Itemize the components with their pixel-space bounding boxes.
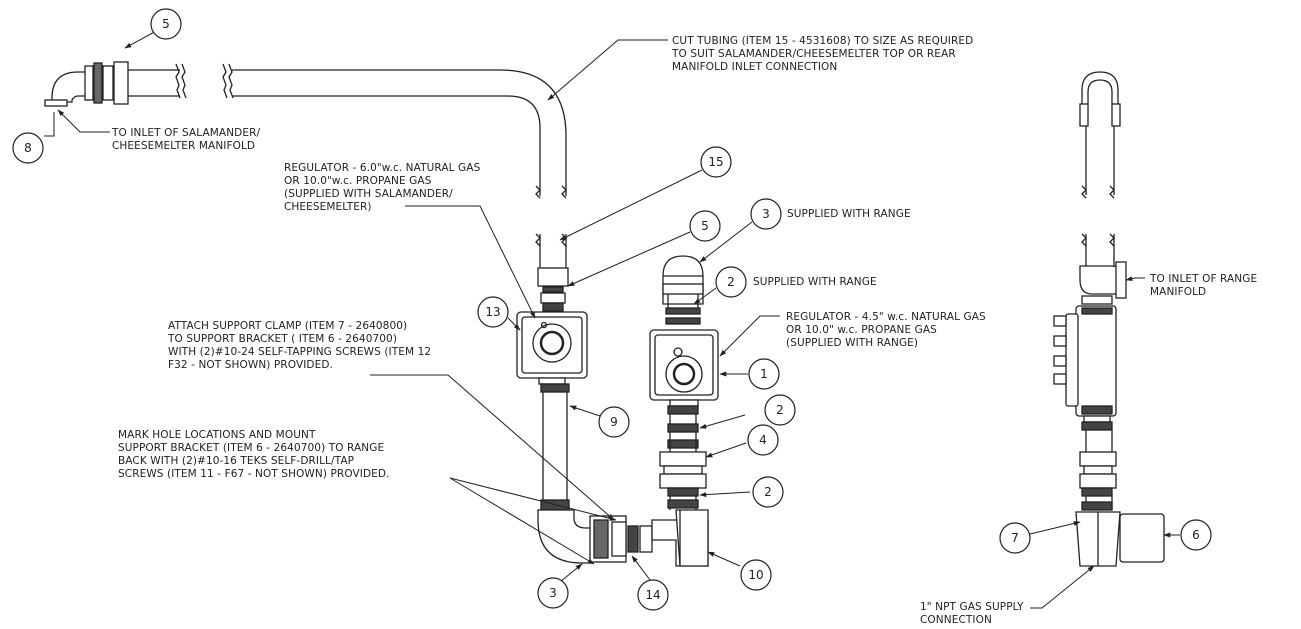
note-cut-tubing: CUT TUBING (ITEM 15 - 4531608) TO SIZE A… [671, 35, 977, 73]
balloon-label: 5 [701, 219, 709, 233]
note-support-clamp: ATTACH SUPPORT CLAMP (ITEM 7 - 2640800) … [167, 320, 435, 371]
balloon-1 [748, 358, 780, 390]
balloon-label: 14 [645, 588, 660, 602]
salamander-regulator [516, 311, 588, 385]
balloon-label: 6 [1192, 528, 1200, 542]
union-nut-fitting [537, 267, 569, 312]
balloon-label: 3 [762, 207, 770, 221]
range-tee [651, 509, 709, 567]
balloon-10 [740, 559, 772, 591]
bottom-elbow [537, 509, 653, 564]
tube-top [128, 63, 567, 199]
balloon-2-b [764, 394, 796, 426]
balloon-numbers: 5 8 15 5 3 2 13 1 2 9 4 2 10 3 14 7 6 [24, 17, 1200, 602]
range-nipples-union [659, 405, 707, 510]
note-regulator-salamander: REGULATOR - 6.0"w.c. NATURAL GAS OR 10.0… [284, 162, 484, 213]
balloon-2-c [752, 476, 784, 508]
note-inlet-range: TO INLET OF RANGE MANIFOLD [1149, 273, 1261, 298]
balloon-5-mid [689, 210, 721, 242]
vertical-pipe-9 [540, 383, 570, 511]
note-supplied-2: SUPPLIED WITH RANGE [753, 276, 877, 288]
note-supplied-3: SUPPLIED WITH RANGE [787, 208, 911, 220]
balloon-13 [477, 296, 509, 328]
balloon-label: 1 [760, 367, 768, 381]
balloon-label: 10 [748, 568, 763, 582]
note-regulator-range: REGULATOR - 4.5" w.c. NATURAL GAS OR 10.… [786, 311, 989, 349]
balloon-label: 2 [764, 485, 772, 499]
balloon-14 [637, 579, 669, 611]
balloon-label: 4 [759, 433, 767, 447]
balloon-label: 5 [162, 17, 170, 31]
balloon-label: 8 [24, 141, 32, 155]
balloon-3-top [750, 198, 782, 230]
leader-lines [44, 29, 1180, 609]
balloon-label: 13 [485, 305, 500, 319]
balloon-6 [1180, 519, 1212, 551]
balloon-label: 2 [776, 403, 784, 417]
balloon-label: 2 [727, 275, 735, 289]
range-elbow-top [662, 255, 704, 325]
balloon-7 [999, 522, 1031, 554]
range-regulator [649, 329, 719, 407]
balloons [12, 8, 1212, 611]
note-mark-holes: MARK HOLE LOCATIONS AND MOUNT SUPPORT BR… [118, 429, 390, 480]
balloon-9 [598, 406, 630, 438]
note-inlet-salamander: TO INLET OF SALAMANDER/ CHEESEMELTER MAN… [111, 127, 264, 152]
balloon-2-a [715, 266, 747, 298]
balloon-8 [12, 132, 44, 164]
note-gas-supply: 1" NPT GAS SUPPLY CONNECTION [920, 601, 1027, 626]
balloon-label: 15 [708, 155, 723, 169]
balloon-4 [747, 424, 779, 456]
notes: TO INLET OF SALAMANDER/ CHEESEMELTER MAN… [111, 35, 1261, 626]
top-elbow-fitting [44, 61, 129, 107]
balloon-3-bottom [537, 577, 569, 609]
side-view-main [1053, 233, 1165, 567]
balloon-label: 7 [1011, 531, 1019, 545]
side-view-top [1079, 71, 1121, 199]
balloon-label: 3 [549, 586, 557, 600]
balloon-15 [700, 146, 732, 178]
balloon-label: 9 [610, 415, 618, 429]
balloon-5-top [150, 8, 182, 40]
